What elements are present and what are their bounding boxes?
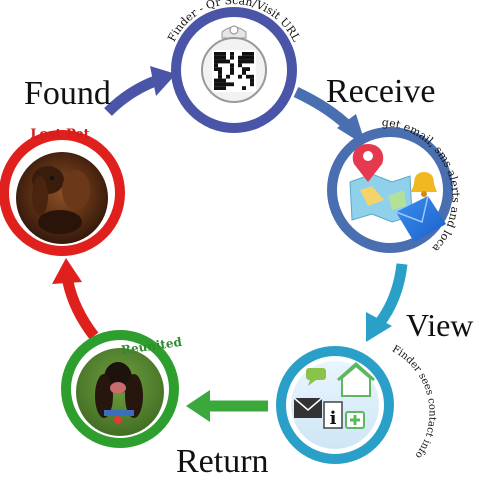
chat-icon [306,368,326,386]
receive-title: Receive [326,73,436,110]
arrow-view-to-return [186,390,268,422]
map-icon [349,173,413,223]
dog-silhouette-icon [95,362,143,424]
view-caption: Finder sees contact info [390,344,437,461]
qr-tag-icon [201,25,267,103]
arrow-found-to-scan [104,66,176,116]
arrow-receive-to-view [366,263,408,342]
stage-scan: Finder - Qr Scan/Visit URL [165,0,303,133]
found-title: Found [24,75,111,112]
stage-return: Reunited [61,330,183,448]
dog-silhouette-icon [32,166,90,234]
lost-pet-caption: Lost Pet [30,127,89,142]
info-icon: i [323,401,343,429]
map-pin-icon [352,144,384,182]
envelope-icon [293,397,323,418]
svg-text:i: i [330,408,337,429]
return-title: Return [176,443,269,477]
bell-icon [411,172,437,197]
medical-cross-icon [345,411,365,429]
svg-text:Finder sees contact info: Finder sees contact info [390,344,437,461]
stage-found: Lost Pet [0,127,125,256]
view-title: View [406,307,473,343]
stage-view: i Finder sees contact info [276,344,438,464]
arrow-return-to-found [52,258,99,340]
house-icon [337,361,375,397]
envelope-icon [395,195,446,242]
